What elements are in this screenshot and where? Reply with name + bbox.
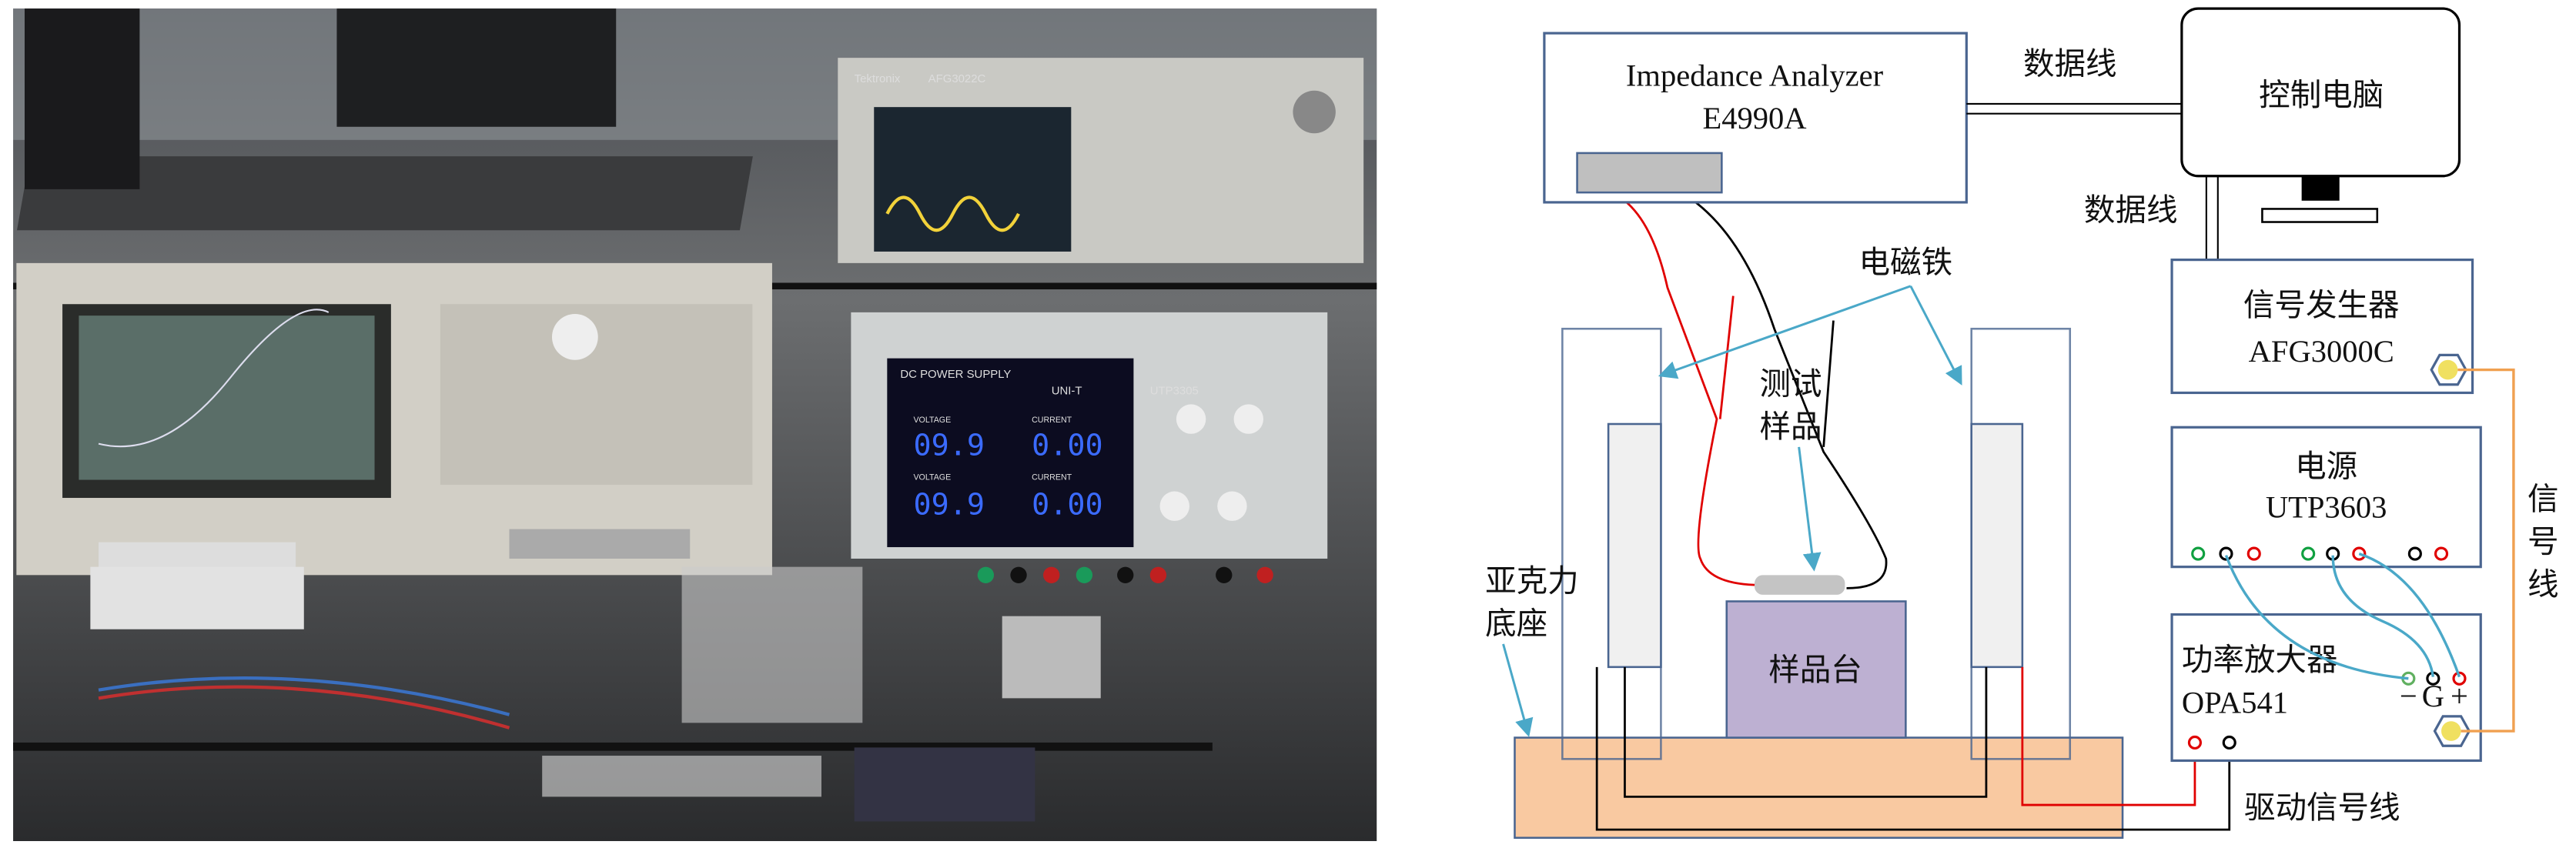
- generator-name: 信号发生器: [2243, 286, 2400, 323]
- test-fixture-photo: [90, 566, 304, 629]
- voltage-label-1: VOLTAGE: [913, 416, 951, 425]
- amp-name: 功率放大器: [2182, 641, 2338, 678]
- power-supply-photo: DC POWER SUPPLY UNI-T UTP3305 VOLTAGE CU…: [851, 312, 1328, 583]
- test-sample: [1755, 575, 1845, 595]
- heatsink-photo: [1002, 616, 1101, 699]
- function-generator-photo: Tektronix AFG3022C: [838, 58, 1364, 263]
- power-supply-box: [2170, 426, 2482, 569]
- base-label-2: 底座: [1485, 605, 1547, 642]
- keyboard: [17, 156, 753, 231]
- computer-label: 控制电脑: [2259, 76, 2384, 113]
- psu-brand: UNI-T: [1052, 385, 1082, 398]
- schematic-diagram: 样品台 Impedance Analyzer E4990A 数据线 控制电脑 数…: [1485, 7, 2559, 840]
- tower-pc: [25, 8, 140, 189]
- amp-input-terminals: [2401, 671, 2467, 686]
- current-readout-1: 0.00: [1032, 429, 1103, 463]
- base-label-1: 亚克力: [1485, 563, 1579, 599]
- psu-model: UTP3603: [2266, 490, 2387, 525]
- voltage-readout-1: 09.9: [913, 429, 985, 463]
- amp-model: OPA541: [2182, 686, 2288, 720]
- psu-model: UTP3305: [1150, 385, 1199, 398]
- monitor-back: [336, 8, 617, 127]
- analyzer-name: Impedance Analyzer: [1626, 58, 1884, 92]
- patch-cables: [2224, 552, 2461, 680]
- acrylic-base: [1514, 736, 2124, 840]
- scope-brand: Tektronix: [855, 72, 901, 85]
- computer-icon: [2180, 7, 2461, 223]
- data-line-label-1: 数据线: [2023, 45, 2117, 82]
- current-label-1: CURRENT: [1032, 416, 1072, 425]
- sample-stage-label: 样品台: [1768, 651, 1862, 688]
- current-label-2: CURRENT: [1032, 473, 1072, 482]
- analyzer-port: [1576, 152, 1723, 194]
- amp-plus-label: +: [2451, 679, 2468, 713]
- impedance-analyzer-photo: [16, 262, 772, 589]
- amp-minus-label: −: [2400, 679, 2417, 713]
- signal-cable: [2457, 368, 2515, 733]
- voltage-label-2: VOLTAGE: [913, 473, 951, 482]
- electromagnet-right: [1970, 327, 2072, 760]
- sample-stage: [1725, 600, 1907, 739]
- signal-generator-box: [2170, 259, 2474, 395]
- psu-title: DC POWER SUPPLY: [900, 368, 1011, 381]
- power-amplifier-box: [2170, 613, 2482, 763]
- drive-line-label: 驱动信号线: [2244, 789, 2400, 826]
- sample-label-2: 样品: [1759, 408, 1822, 445]
- analyzer-model: E4990A: [1702, 101, 1806, 135]
- signal-line-label-2: 号: [2527, 522, 2559, 559]
- data-line-label-2: 数据线: [2084, 191, 2178, 228]
- electromagnet-left: [1561, 327, 1662, 760]
- experiment-photo: Tektronix AFG3022C DC POWER SUPPLY UNI-T…: [13, 8, 1377, 842]
- amp-output-terminals: [2187, 735, 2236, 750]
- voltage-readout-2: 09.9: [913, 487, 985, 522]
- annotation-arrows: [1502, 285, 1962, 737]
- amp-ground-label: G: [2422, 679, 2444, 713]
- generator-model: AFG3000C: [2249, 334, 2394, 369]
- impedance-analyzer-box: [1543, 32, 1968, 204]
- signal-line-label-3: 线: [2527, 566, 2559, 603]
- electromagnet-label: 电磁铁: [1859, 244, 1953, 281]
- current-readout-2: 0.00: [1032, 487, 1103, 522]
- psu-terminals: [2191, 546, 2449, 561]
- sample-label-1: 测试: [1759, 366, 1822, 402]
- signal-line-label-1: 信: [2527, 480, 2559, 517]
- psu-name: 电源: [2295, 447, 2357, 484]
- scope-model: AFG3022C: [928, 72, 986, 85]
- magnet-photo: [681, 566, 863, 723]
